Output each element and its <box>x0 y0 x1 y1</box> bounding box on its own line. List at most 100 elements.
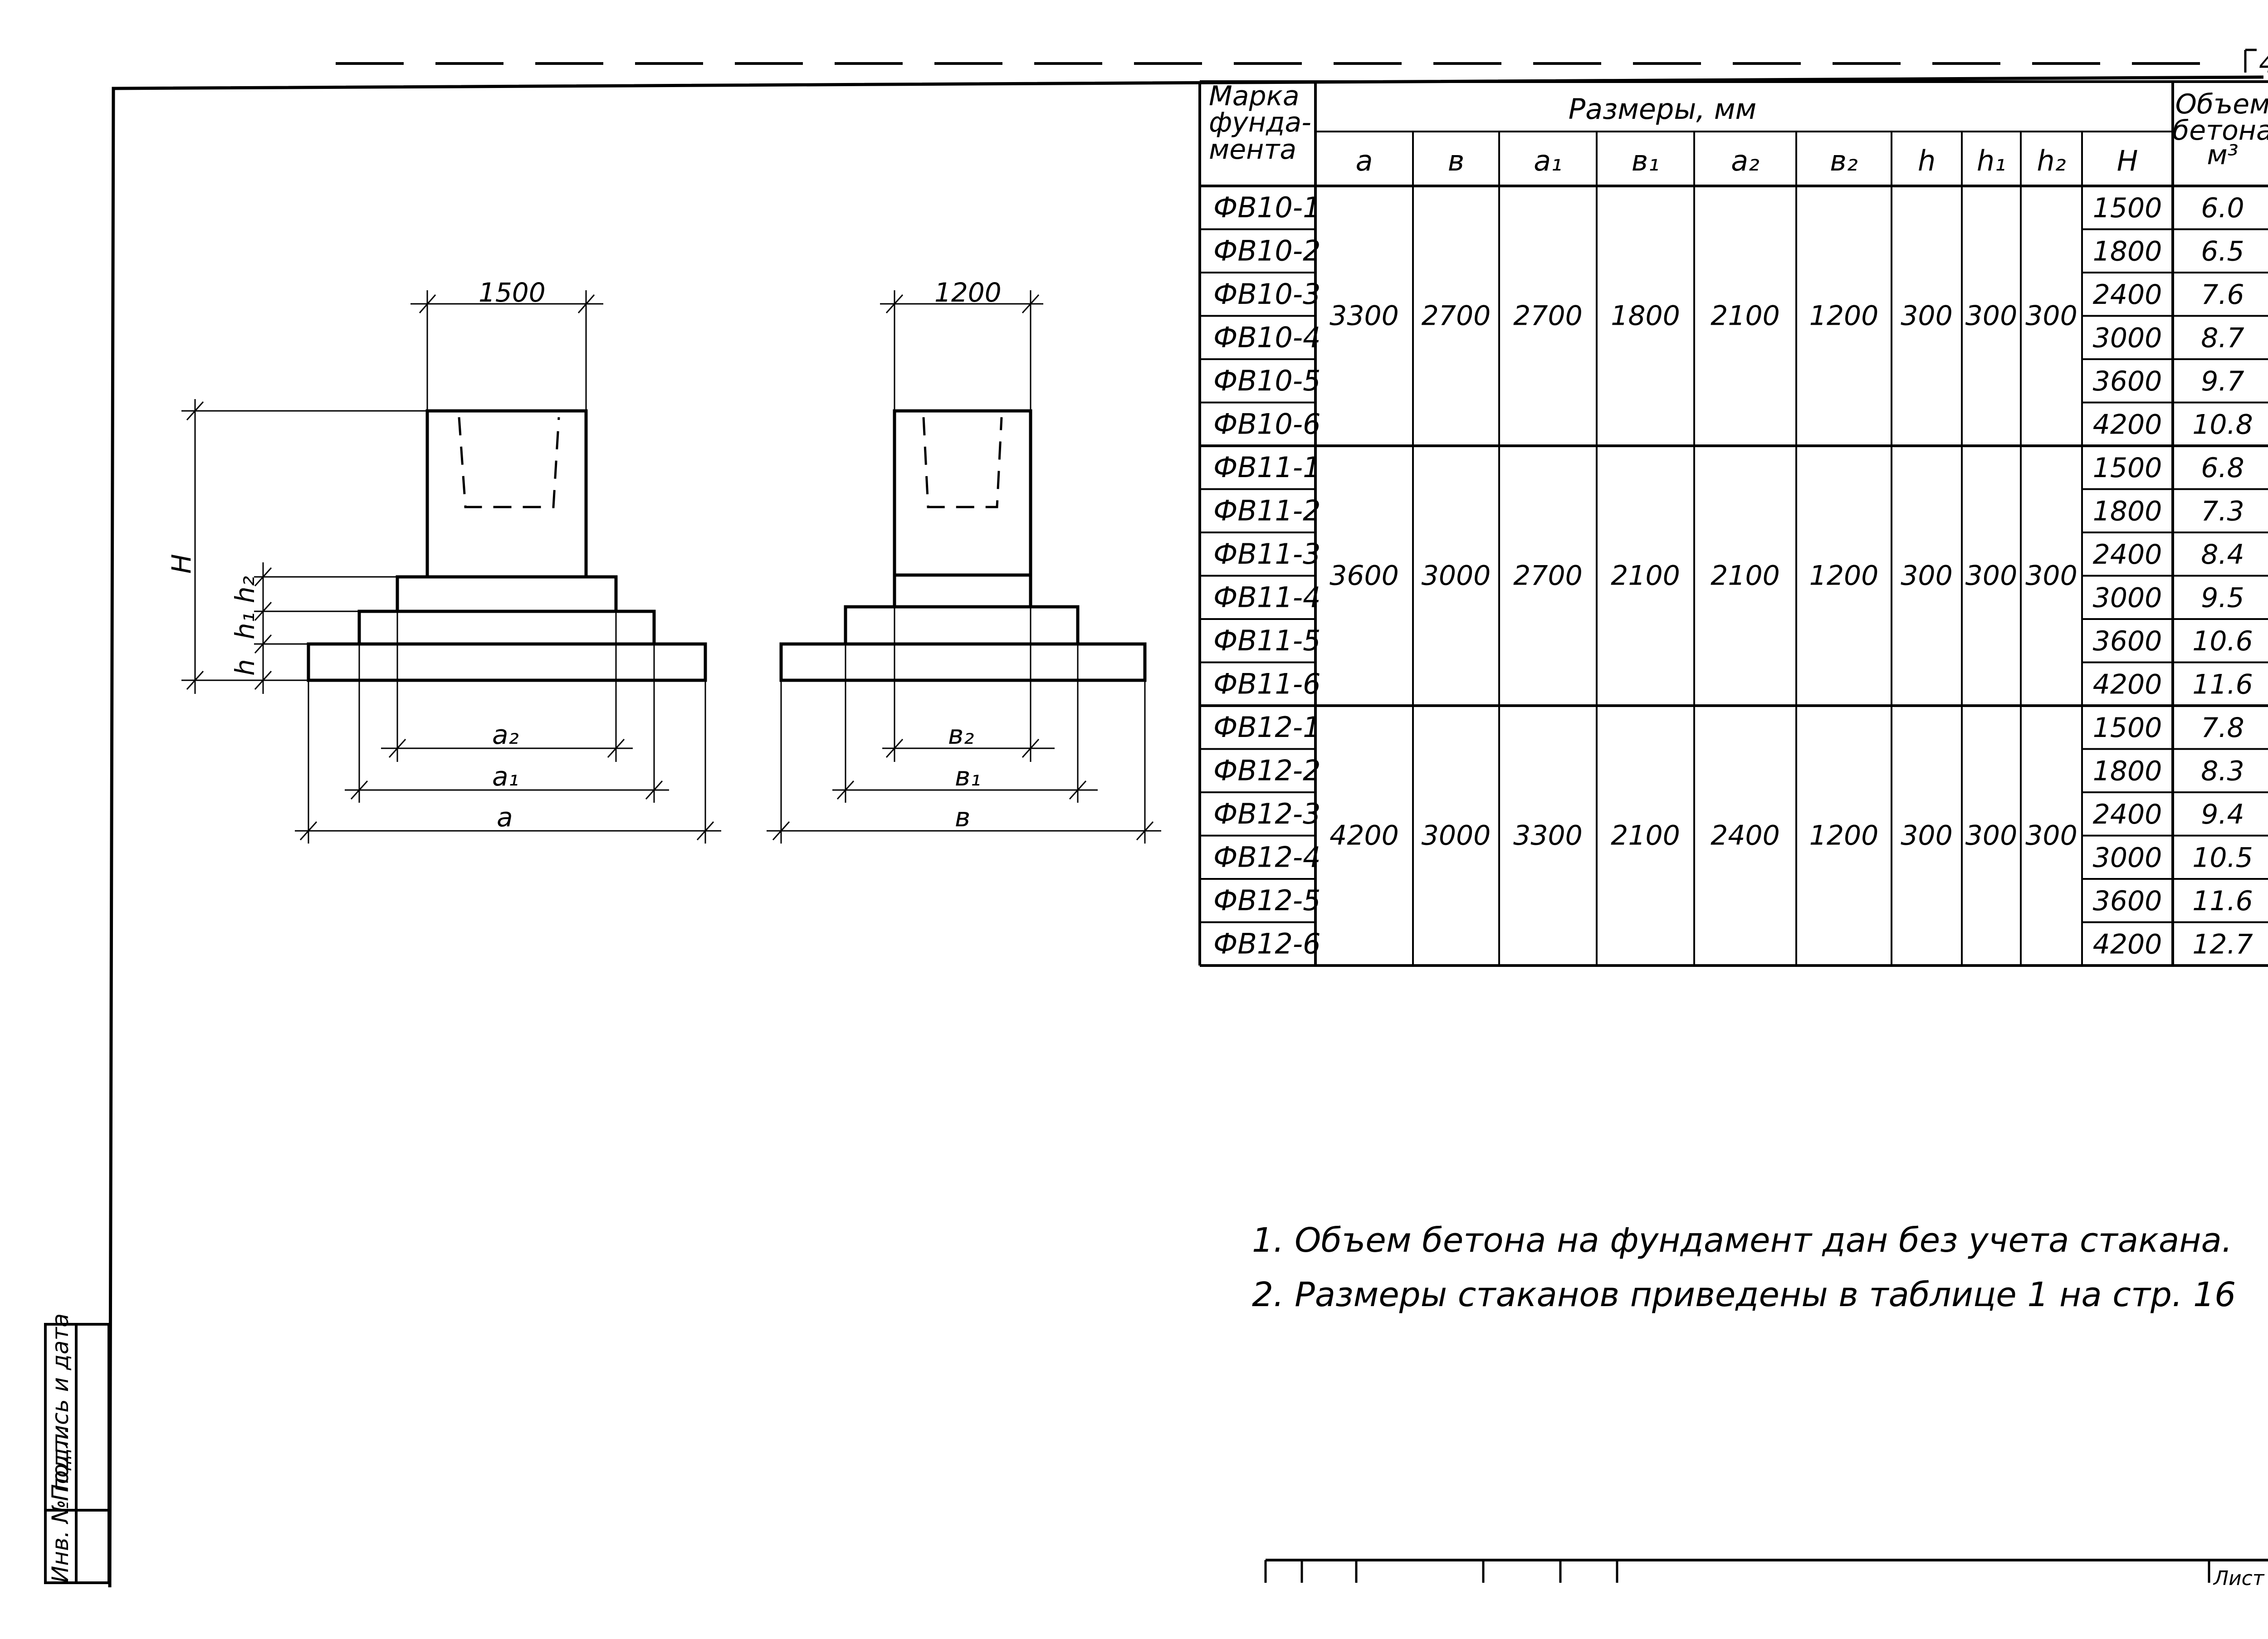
stamp-inventory-number: Инв. № подл. <box>47 1426 73 1583</box>
row-volume: 12.7 <box>2192 928 2253 960</box>
group-a1: 3300 <box>1513 820 1583 852</box>
row-mark: ФВ12-3 <box>1213 797 1321 830</box>
row-mark: ФВ10-4 <box>1213 321 1321 354</box>
row-H: 1500 <box>2093 712 2162 744</box>
head-volume-1: Объем <box>2175 88 2268 120</box>
front-dim-h: h <box>230 659 260 676</box>
row-mark: ФВ10-6 <box>1213 407 1321 440</box>
row-volume: 7.3 <box>2201 495 2244 527</box>
group-h: 300 <box>1901 560 1953 592</box>
row-mark: ФВ11-3 <box>1213 537 1321 571</box>
row-mark: ФВ12-5 <box>1213 884 1321 917</box>
front-dim-h1: h₁ <box>230 612 260 639</box>
group-b1: 2100 <box>1611 560 1680 592</box>
front-dim-a1: a₁ <box>492 761 519 792</box>
side-step-1 <box>844 605 1080 646</box>
group-h1: 300 <box>1965 300 2018 332</box>
row-H: 3000 <box>2093 582 2162 614</box>
row-H: 2400 <box>2093 539 2162 571</box>
front-dimensions <box>181 290 721 844</box>
group-b2: 1200 <box>1809 560 1879 592</box>
row-mark: ФВ11-1 <box>1213 451 1321 484</box>
head-volume-3: м³ <box>2207 139 2238 171</box>
side-dim-b: в <box>955 802 970 833</box>
group-h2: 300 <box>2025 300 2077 332</box>
row-volume: 10.5 <box>2192 842 2253 873</box>
front-step-2 <box>396 575 618 613</box>
group-a2: 2100 <box>1711 560 1780 592</box>
row-volume: 11.6 <box>2192 668 2253 700</box>
side-dim-b2: в₂ <box>948 719 974 750</box>
front-base-slab <box>307 642 707 682</box>
row-volume: 9.4 <box>2201 799 2244 830</box>
row-volume: 9.7 <box>2201 366 2244 397</box>
head-volume-2: бетона <box>2172 115 2268 146</box>
column-header-2: a₁ <box>1534 144 1562 177</box>
group-b: 3000 <box>1422 560 1491 592</box>
row-volume: 6.5 <box>2201 235 2244 267</box>
column-header-5: в₂ <box>1830 144 1857 177</box>
column-header-8: h₂ <box>2037 144 2066 177</box>
group-a: 3600 <box>1330 560 1399 592</box>
row-volume: 8.7 <box>2201 322 2244 354</box>
row-H: 4200 <box>2093 928 2162 960</box>
row-H: 4200 <box>2093 668 2162 700</box>
stamp-signature-date: Подпись и дата <box>47 1313 73 1501</box>
group-a: 4200 <box>1330 820 1399 852</box>
column-header-7: h₁ <box>1977 144 2006 177</box>
side-view <box>779 409 1147 682</box>
row-H: 1800 <box>2093 235 2162 267</box>
row-mark: ФВ11-2 <box>1213 494 1321 527</box>
group-a1: 2700 <box>1513 300 1583 332</box>
group-h2: 300 <box>2025 560 2077 592</box>
row-mark: ФВ11-5 <box>1213 624 1321 657</box>
group-a1: 2700 <box>1513 560 1583 592</box>
row-H: 3600 <box>2093 885 2162 917</box>
row-mark: ФВ10-2 <box>1213 234 1321 267</box>
head-sizes: Размеры, мм <box>1569 93 1757 126</box>
row-H: 3600 <box>2093 625 2162 657</box>
front-dim-a: a <box>497 802 513 833</box>
row-H: 1800 <box>2093 755 2162 787</box>
row-volume: 11.6 <box>2192 885 2253 917</box>
row-H: 1500 <box>2093 452 2162 484</box>
row-mark: ФВ12-4 <box>1213 840 1321 873</box>
head-mark-2: фунда- <box>1209 107 1311 138</box>
group-h1: 300 <box>1965 820 2018 852</box>
front-dim-H: H <box>166 554 197 574</box>
row-H: 3000 <box>2093 842 2162 873</box>
row-volume: 10.6 <box>2192 625 2253 657</box>
group-a2: 2400 <box>1711 820 1780 852</box>
row-volume: 6.0 <box>2201 192 2244 224</box>
side-column <box>893 409 1032 577</box>
side-top-dim-label: 1200 <box>934 277 1002 308</box>
front-column <box>425 409 588 579</box>
group-h: 300 <box>1901 300 1953 332</box>
row-volume: 7.8 <box>2201 712 2244 744</box>
group-a: 3300 <box>1330 300 1399 332</box>
head-mark-3: мента <box>1209 134 1296 166</box>
row-H: 1800 <box>2093 495 2162 527</box>
title-block-fragment: Лист <box>1264 1559 2268 1590</box>
row-mark: ФВ12-6 <box>1213 927 1321 960</box>
group-b: 2700 <box>1422 300 1491 332</box>
note-2: 2. Размеры стаканов приведены в таблице … <box>1252 1275 2236 1314</box>
group-b2: 1200 <box>1809 300 1879 332</box>
side-base-slab <box>779 642 1147 682</box>
column-header-9: H <box>2117 144 2138 177</box>
row-H: 3000 <box>2093 322 2162 354</box>
row-mark: ФВ12-2 <box>1213 754 1321 787</box>
row-volume: 8.4 <box>2201 539 2244 571</box>
row-mark: ФВ12-1 <box>1213 711 1321 744</box>
front-top-dim-label: 1500 <box>479 277 546 308</box>
row-H: 1500 <box>2093 192 2162 224</box>
group-b1: 2100 <box>1611 820 1680 852</box>
row-mark: ФВ11-6 <box>1213 667 1321 700</box>
row-volume: 10.8 <box>2192 409 2253 440</box>
group-h2: 300 <box>2025 820 2077 852</box>
front-dim-a2: a₂ <box>492 719 519 750</box>
head-mark-1: Марка <box>1209 80 1300 112</box>
group-h1: 300 <box>1965 560 2018 592</box>
